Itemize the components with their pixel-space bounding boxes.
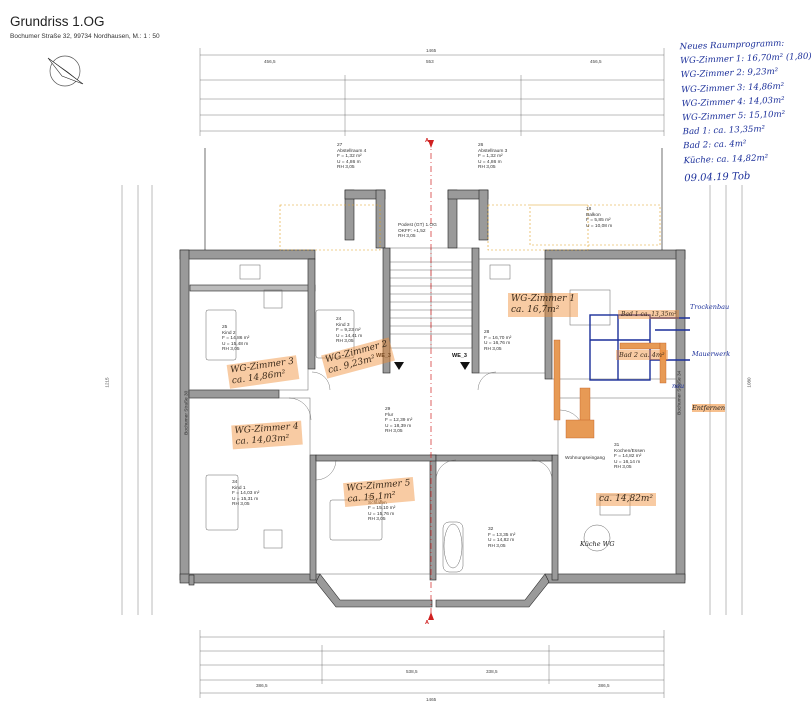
room-schlafen: 33 Schlafen F = 15,10 m² U = 15,76 m RH … <box>368 495 396 523</box>
plan-title: Grundriss 1.OG <box>10 14 105 29</box>
note-mauerwerk: Mauerwerk <box>692 350 731 358</box>
wg1-area: ca. 16,7m² <box>511 305 560 315</box>
highlight-kitchen: ca. 14,82m² <box>596 493 657 506</box>
room-kind-1: 34 Kind 1 F = 14,03 m² U = 15,31 m RH 3,… <box>232 480 260 508</box>
door-arcs <box>288 371 585 481</box>
unit-we3-right: WE_3 <box>452 353 467 359</box>
room-abstellraum-3: 26 Abstellraum 3 F = 1,32 m² U = 4,86 m … <box>478 143 508 171</box>
room-kochen: 31 Kochen/Essen F = 14,82 m² U = 16,14 m… <box>614 443 645 471</box>
note-neu: neu <box>672 382 685 390</box>
street-left: Bochumer Straße 30 <box>184 390 190 435</box>
note-entfernen: Entfernen <box>692 404 726 412</box>
unit-we3-left: WE_3 <box>376 353 391 359</box>
note-trockenbau: Trockenbau <box>690 303 730 311</box>
note-kueche-wg: Küche WG <box>580 540 615 548</box>
dim-bottom-4: 386,5 <box>598 683 610 688</box>
room-podest: Podest (GT) 1.OG OKFF: +1,52 RH 3,05 <box>398 223 437 240</box>
room-balkon: 18 Balkon F = 5,85 m² U = 10,08 m <box>586 207 613 229</box>
north-arrow-icon <box>47 55 84 87</box>
highlight-bath1: Bad 1 ca. 13,35m² <box>618 310 680 319</box>
room-flur: 29 Flur F = 12,39 m² U = 18,39 m RH 3,05 <box>385 407 413 435</box>
bottom-dimension-lines <box>199 630 665 698</box>
dim-top-mid: 553 <box>426 59 434 64</box>
plan-subtitle: Bochumer Straße 32, 99734 Nordhausen, M.… <box>10 33 160 40</box>
balcony-outlines <box>279 204 661 251</box>
dim-bottom-3: 338,5 <box>486 669 498 674</box>
room-program-note: Neues Raumprogramm: WG-Zimmer 1: 16,70m²… <box>679 36 812 186</box>
dim-total-bottom: 1465 <box>426 697 437 702</box>
furniture <box>205 264 631 573</box>
unit-markers <box>394 362 470 370</box>
top-dimension-lines <box>199 48 665 136</box>
dim-bottom-2: 538,5 <box>406 669 418 674</box>
wg1-label: WG-Zimmer 1 <box>511 294 576 304</box>
room-outlines <box>188 258 677 575</box>
highlight-wg1: WG-Zimmer 1 ca. 16,7m² <box>508 293 579 317</box>
dim-total-top: 1465 <box>426 48 437 53</box>
dim-top-right: 456,5 <box>590 59 602 64</box>
neighbour-walls <box>204 148 663 250</box>
room-zimmer: 28 F = 16,70 m² U = 16,76 m RH 3,05 <box>484 330 512 352</box>
room-kind-2: 25 Kind 2 F = 14,86 m² U = 15,48 m RH 3,… <box>222 325 250 353</box>
side-dimension-lines <box>121 185 743 615</box>
highlight-wg4: WG-Zimmer 4 ca. 14,03m² <box>231 420 303 450</box>
room-kind-3: 24 Kind 3 F = 9,23 m² U = 14,41 m RH 3,0… <box>336 317 363 345</box>
room-abstellraum-4: 27 Abstellraum 4 F = 1,32 m² U = 4,86 m … <box>337 143 367 171</box>
section-marker-top: A <box>425 138 429 144</box>
section-marker-bottom: A <box>425 620 429 626</box>
dim-top-left: 456,5 <box>264 59 276 64</box>
new-masonry <box>553 339 667 439</box>
room-wohnungseingang: Wohnungseingang <box>565 456 605 461</box>
highlight-bath2: Bad 2 ca. 4m² <box>616 350 668 360</box>
dim-side-left: 1215 <box>104 377 110 388</box>
street-right: Bochumer Straße 34 <box>677 370 683 415</box>
dim-bottom-1: 386,5 <box>256 683 268 688</box>
room-bad: 32 F = 13,35 m² U = 14,82 m RH 3,05 <box>488 527 516 549</box>
dim-side-right: 1080 <box>746 377 752 388</box>
